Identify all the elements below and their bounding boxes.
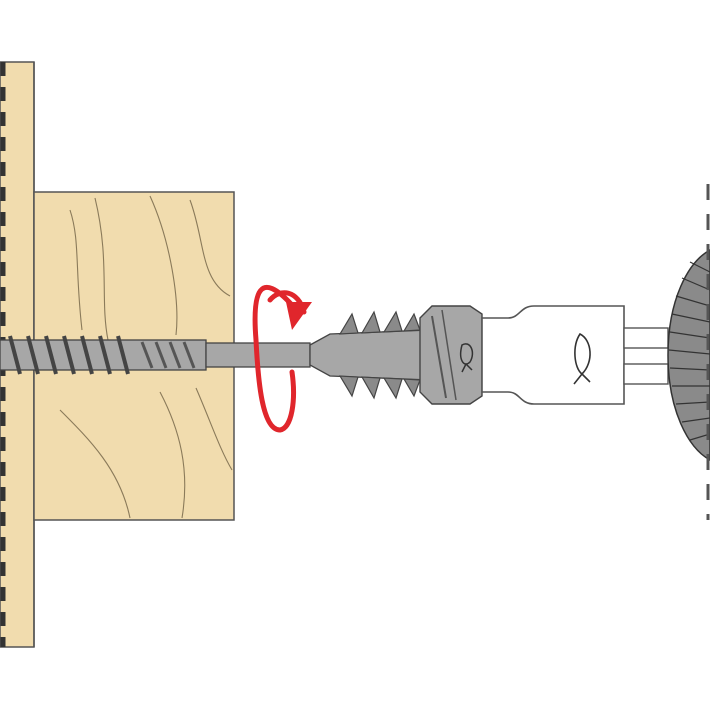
screw-thread — [8, 335, 130, 375]
plug-fins-top — [338, 310, 421, 335]
chuck-knurling — [668, 261, 710, 441]
rotation-arrowhead — [286, 302, 312, 330]
screw — [0, 335, 311, 375]
screw-drill-tip — [140, 341, 196, 369]
fish-logo-icon — [459, 343, 474, 373]
plug-body — [309, 329, 431, 381]
fish-logo-icon — [573, 332, 591, 385]
setting-tool — [481, 305, 669, 405]
tool-rod-bottom — [623, 363, 669, 385]
wood-grain — [59, 195, 233, 519]
plug-fins-bottom — [338, 375, 421, 400]
plug-collar — [419, 305, 483, 405]
tool-rod-top — [623, 327, 669, 349]
wall-plug — [309, 305, 483, 405]
clockwise-rotation-arrow-icon — [252, 284, 312, 433]
drill-chuck — [667, 184, 710, 520]
tool-sleeve — [481, 305, 625, 405]
